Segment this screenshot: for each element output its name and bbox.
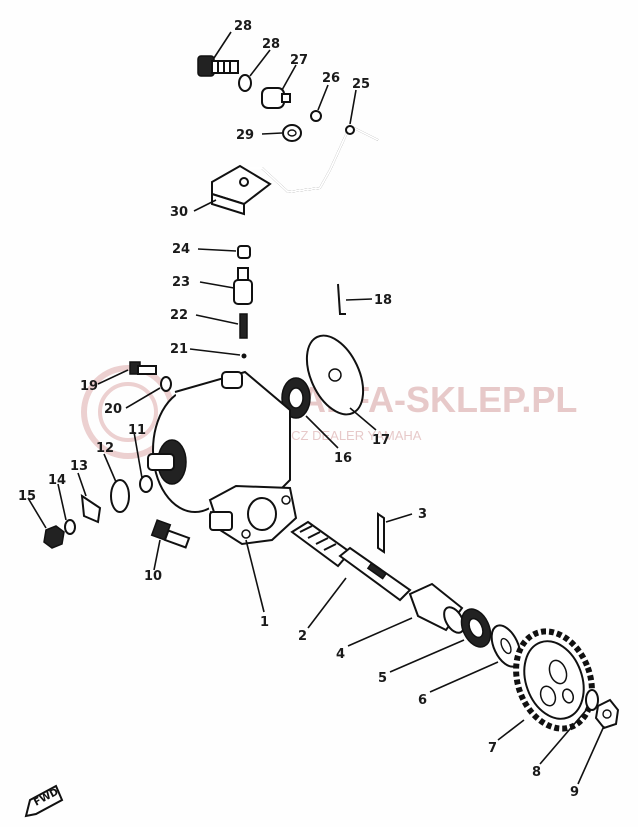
- callout-1: 1: [260, 615, 269, 630]
- part-5-bearing: [460, 608, 492, 648]
- callout-18: 18: [374, 293, 392, 308]
- callout-20: 20: [104, 402, 122, 417]
- callout-3: 3: [418, 507, 427, 522]
- callout-17: 17: [372, 433, 390, 448]
- part-6-washer: [490, 624, 522, 668]
- callout-19: 19: [80, 379, 98, 394]
- callout-28-top: 28: [262, 37, 280, 52]
- part-22-spring: [239, 313, 248, 339]
- callout-13: 13: [70, 459, 88, 474]
- part-2-shaft: [290, 520, 412, 602]
- part-15-nut: [43, 525, 65, 549]
- part-20-washer: [160, 376, 172, 392]
- callout-23: 23: [172, 275, 190, 290]
- callouts: 28 28 27 26 25 29 30 24 23 22 21 18 17 1…: [18, 19, 579, 800]
- part-12-washer: [110, 479, 130, 513]
- callout-8: 8: [532, 765, 541, 780]
- callout-22: 22: [170, 308, 188, 323]
- callout-21: 21: [170, 342, 188, 357]
- part-30-bracket: [211, 164, 272, 216]
- callout-14: 14: [48, 473, 66, 488]
- part-21-ball: [241, 353, 247, 359]
- callout-26: 26: [322, 71, 340, 86]
- callout-15: 15: [18, 489, 36, 504]
- fwd-arrow-icon: [24, 784, 64, 818]
- part-8-washer: [585, 689, 599, 711]
- callout-7: 7: [488, 741, 497, 756]
- callout-24: 24: [172, 242, 190, 257]
- callout-2: 2: [298, 629, 307, 644]
- part-4-sleeve: [408, 582, 465, 634]
- part-26-clip: [310, 110, 322, 122]
- part-14-washer: [64, 519, 76, 535]
- part-19-bolt: [129, 361, 157, 375]
- callout-4: 4: [336, 647, 345, 662]
- callout-25: 25: [352, 77, 370, 92]
- callout-6: 6: [418, 693, 427, 708]
- part-13-plate: [80, 493, 102, 524]
- part-28-washer: [238, 74, 252, 92]
- callout-29: 28: [234, 19, 252, 34]
- callout-9: 9: [570, 785, 579, 800]
- part-7-gear: [513, 628, 595, 732]
- callout-5: 5: [378, 671, 387, 686]
- callout-16: 16: [334, 451, 352, 466]
- fwd-indicator: FWD: [24, 784, 64, 818]
- part-28-washer-lower: [282, 124, 302, 142]
- part-27-fitting: [261, 87, 291, 109]
- part-18-pin: [337, 283, 346, 315]
- part-17-plate: [305, 334, 365, 416]
- callout-30: 30: [170, 205, 188, 220]
- part-11-ring: [139, 475, 153, 493]
- part-1-pump-body: [147, 370, 298, 546]
- leader-lines: [27, 31, 605, 785]
- callout-10: 10: [144, 569, 162, 584]
- part-24-nut: [237, 245, 251, 259]
- callout-28-lower: 29: [236, 128, 254, 143]
- part-23-valve: [233, 267, 253, 305]
- callout-11: 11: [128, 423, 146, 438]
- part-3-key: [377, 512, 385, 554]
- part-25-pipe: [248, 124, 379, 194]
- callout-12: 12: [96, 441, 114, 456]
- part-10-bolt: [150, 519, 191, 549]
- part-29-bolt: [197, 55, 239, 77]
- callout-27: 27: [290, 53, 308, 68]
